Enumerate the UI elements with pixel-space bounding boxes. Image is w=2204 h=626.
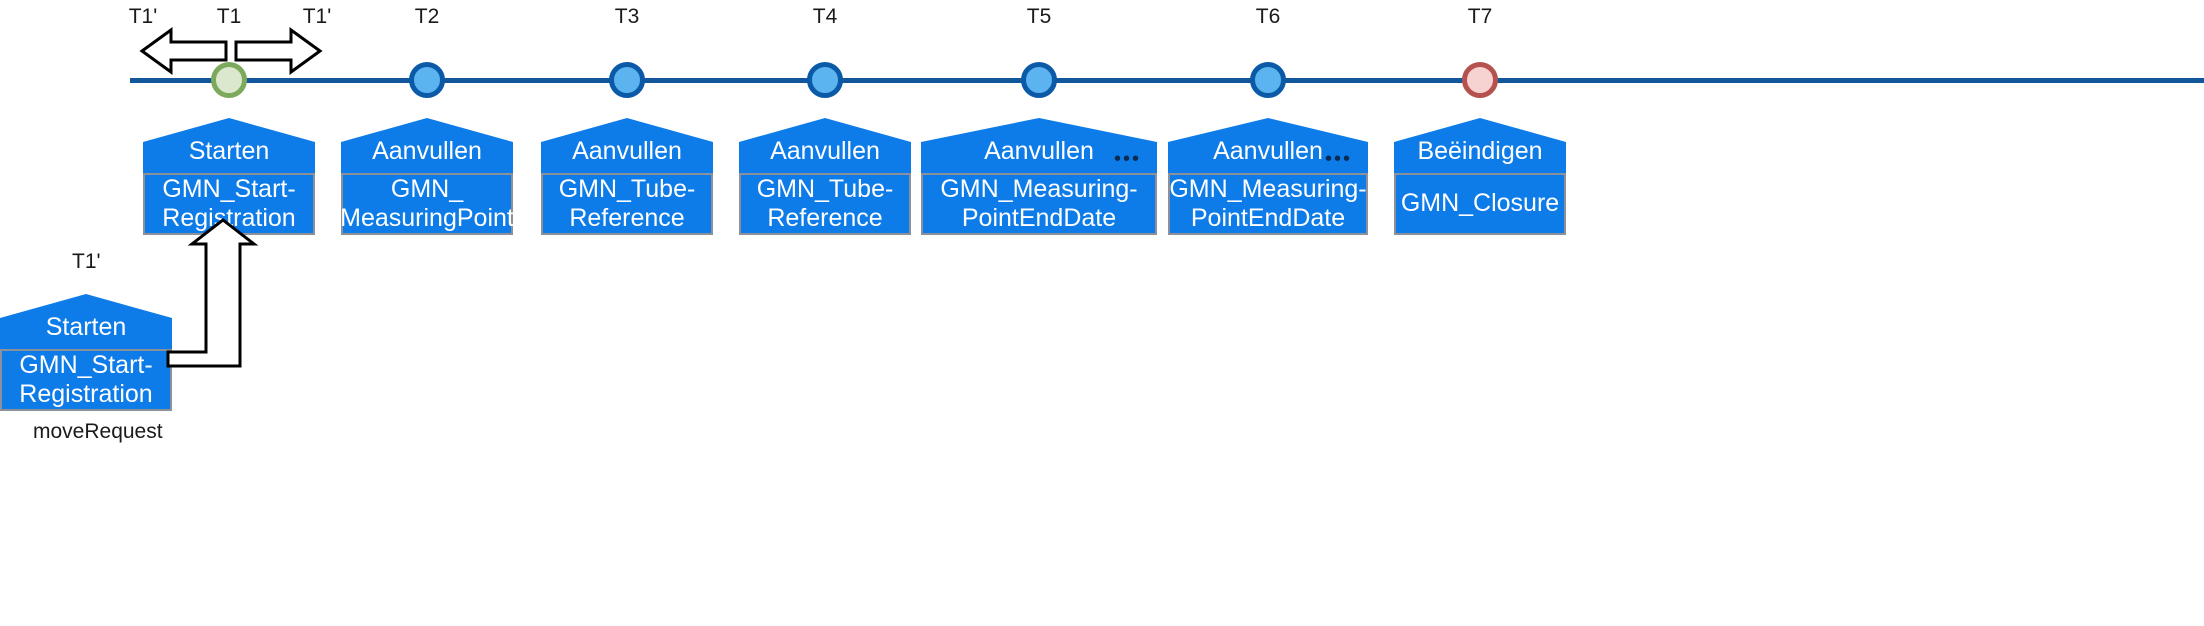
event-card-body: GMN_Measuring- PointEndDate <box>921 173 1157 235</box>
event-card-body: GMN_Measuring- PointEndDate <box>1168 173 1368 235</box>
event-card-body: GMN_Tube- Reference <box>739 173 911 235</box>
event-card-body: GMN_Tube- Reference <box>541 173 713 235</box>
timeline-node-t4[interactable] <box>807 62 843 98</box>
event-card-head: Aanvullen <box>739 118 911 173</box>
tick-label-t4: T4 <box>812 5 838 28</box>
event-card-head: Aanvullen <box>541 118 713 173</box>
ellipsis-icon: ••• <box>1113 148 1141 170</box>
event-card-head: Beëindigen <box>1394 118 1566 173</box>
event-card-head-label: Beëindigen <box>1417 137 1543 165</box>
ellipsis-icon: ••• <box>1324 148 1352 170</box>
event-card-body: GMN_Closure <box>1394 173 1566 235</box>
moverequest-card[interactable]: Starten GMN_Start- Registration <box>0 294 172 411</box>
event-card-t3[interactable]: Aanvullen GMN_Tube- Reference <box>541 118 713 235</box>
tick-label-t5: T5 <box>1026 5 1052 28</box>
moverequest-card-body: GMN_Start- Registration <box>0 349 172 411</box>
event-card-t5[interactable]: Aanvullen ••• GMN_Measuring- PointEndDat… <box>921 118 1157 235</box>
event-card-head: Aanvullen ••• <box>1168 118 1368 173</box>
event-card-head-label: Aanvullen <box>770 137 880 165</box>
event-card-head: Aanvullen <box>341 118 513 173</box>
moverequest-t1-prime-label: T1' <box>72 250 101 273</box>
event-card-head-label: Aanvullen <box>372 137 482 165</box>
timeline-node-t1[interactable] <box>211 62 247 98</box>
event-card-head-label: Aanvullen <box>1213 137 1323 165</box>
event-card-t4[interactable]: Aanvullen GMN_Tube- Reference <box>739 118 911 235</box>
shift-right-arrow <box>234 27 323 75</box>
event-card-body: GMN_ MeasuringPoint <box>340 173 514 235</box>
timeline-node-t7[interactable] <box>1462 62 1498 98</box>
event-card-head-label: Starten <box>188 137 270 165</box>
timeline-node-t3[interactable] <box>609 62 645 98</box>
event-card-head: Starten <box>143 118 315 173</box>
shift-left-arrow <box>139 27 228 75</box>
moverequest-card-head-label: Starten <box>45 313 127 341</box>
moverequest-caption: moveRequest <box>33 420 163 443</box>
timeline-node-t5[interactable] <box>1021 62 1057 98</box>
top-label-t1-prime-right: T1' <box>302 5 332 28</box>
event-card-head: Aanvullen ••• <box>921 118 1157 173</box>
moverequest-card-head: Starten <box>0 294 172 349</box>
top-label-t1-prime-left: T1' <box>128 5 158 28</box>
timeline-node-t2[interactable] <box>409 62 445 98</box>
event-card-t7[interactable]: Beëindigen GMN_Closure <box>1394 118 1566 235</box>
event-card-head-label: Aanvullen <box>984 137 1094 165</box>
event-card-t2[interactable]: Aanvullen GMN_ MeasuringPoint <box>340 118 514 235</box>
tick-label-t3: T3 <box>614 5 640 28</box>
event-card-head-label: Aanvullen <box>572 137 682 165</box>
tick-label-t7: T7 <box>1467 5 1493 28</box>
event-card-t6[interactable]: Aanvullen ••• GMN_Measuring- PointEndDat… <box>1168 118 1368 235</box>
top-label-t1: T1 <box>216 5 242 28</box>
timeline-node-t6[interactable] <box>1250 62 1286 98</box>
timeline-axis <box>130 78 2204 83</box>
tick-label-t6: T6 <box>1255 5 1281 28</box>
moverequest-connector-arrow <box>166 218 278 368</box>
tick-label-t2: T2 <box>414 5 440 28</box>
